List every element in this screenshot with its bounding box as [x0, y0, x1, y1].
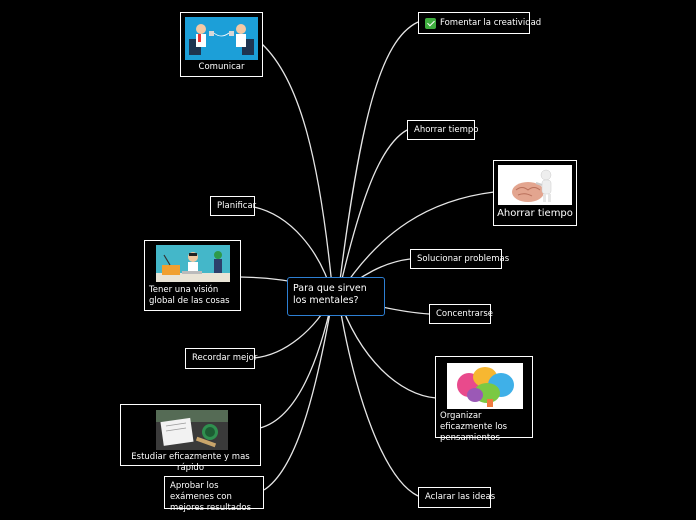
node-ahorrar-tiempo-label: Ahorrar tiempo: [414, 124, 479, 135]
connector-aclarar: [337, 295, 419, 497]
node-comunicar-label: Comunicar: [198, 62, 245, 72]
connector-estudiar: [259, 295, 334, 429]
central-topic-title: Para que sirven los mentales?: [293, 283, 367, 306]
central-topic[interactable]: Para que sirven los mentales?: [287, 277, 385, 316]
node-organizar-pensamientos[interactable]: Organizar eficazmente los pensamientos: [435, 356, 533, 443]
connector-organizar: [337, 295, 437, 399]
node-vision-global-label: Tener una visión global de las cosas: [149, 285, 230, 306]
node-comunicar[interactable]: Comunicar: [180, 12, 263, 77]
node-planificar[interactable]: Planificar: [210, 196, 257, 216]
node-aprobar-label: Aprobar los exámenes con mejores resulta…: [170, 481, 252, 513]
brain-figure-icon: [498, 165, 572, 205]
colorful-brain-icon: [447, 363, 523, 409]
node-vision-global[interactable]: Tener una visión global de las cosas: [144, 240, 241, 311]
desk-with-notebook-icon: [156, 410, 228, 450]
node-concentrarse[interactable]: Concentrarse: [429, 304, 494, 324]
node-estudiar-label: Estudiar eficazmente y mas rápido: [131, 452, 250, 473]
node-recordar-label: Recordar mejor: [192, 353, 258, 363]
connector-aprobar: [263, 295, 334, 491]
connector-ahorrar-tiempo-2: [337, 191, 495, 297]
node-concentrarse-label: Concentrarse: [436, 308, 494, 319]
check-mark-icon: [425, 17, 436, 29]
node-estudiar-eficazmente[interactable]: Estudiar eficazmente y mas rápido: [120, 404, 261, 473]
connector-comunicar: [261, 43, 334, 297]
node-solucionar-problemas[interactable]: Solucionar problemas: [410, 249, 509, 269]
node-recordar-mejor[interactable]: Recordar mejor: [185, 348, 258, 369]
connector-ahorrar-tiempo-1: [337, 129, 408, 297]
connector-fomentar: [337, 21, 419, 297]
node-aprobar-examenes[interactable]: Aprobar los exámenes con mejores resulta…: [164, 476, 264, 513]
node-fomentar-creatividad[interactable]: Fomentar la creatividad: [418, 12, 541, 34]
node-planificar-label: Planificar: [217, 200, 257, 211]
node-aclarar-label: Aclarar las ideas: [425, 492, 496, 502]
node-ahorrar-tiempo-image[interactable]: Ahorrar tiempo: [493, 160, 577, 226]
node-aclarar-ideas[interactable]: Aclarar las ideas: [418, 487, 495, 508]
node-organizar-label: Organizar eficazmente los pensamientos: [440, 411, 508, 443]
node-solucionar-label: Solucionar problemas: [417, 253, 510, 264]
person-at-desk-icon: [156, 245, 230, 282]
people-talking-icon: [185, 17, 258, 60]
node-ahorrar-tiempo-image-label: Ahorrar tiempo: [497, 208, 573, 219]
node-fomentar-label: Fomentar la creatividad: [440, 17, 542, 28]
node-ahorrar-tiempo[interactable]: Ahorrar tiempo: [407, 120, 479, 140]
